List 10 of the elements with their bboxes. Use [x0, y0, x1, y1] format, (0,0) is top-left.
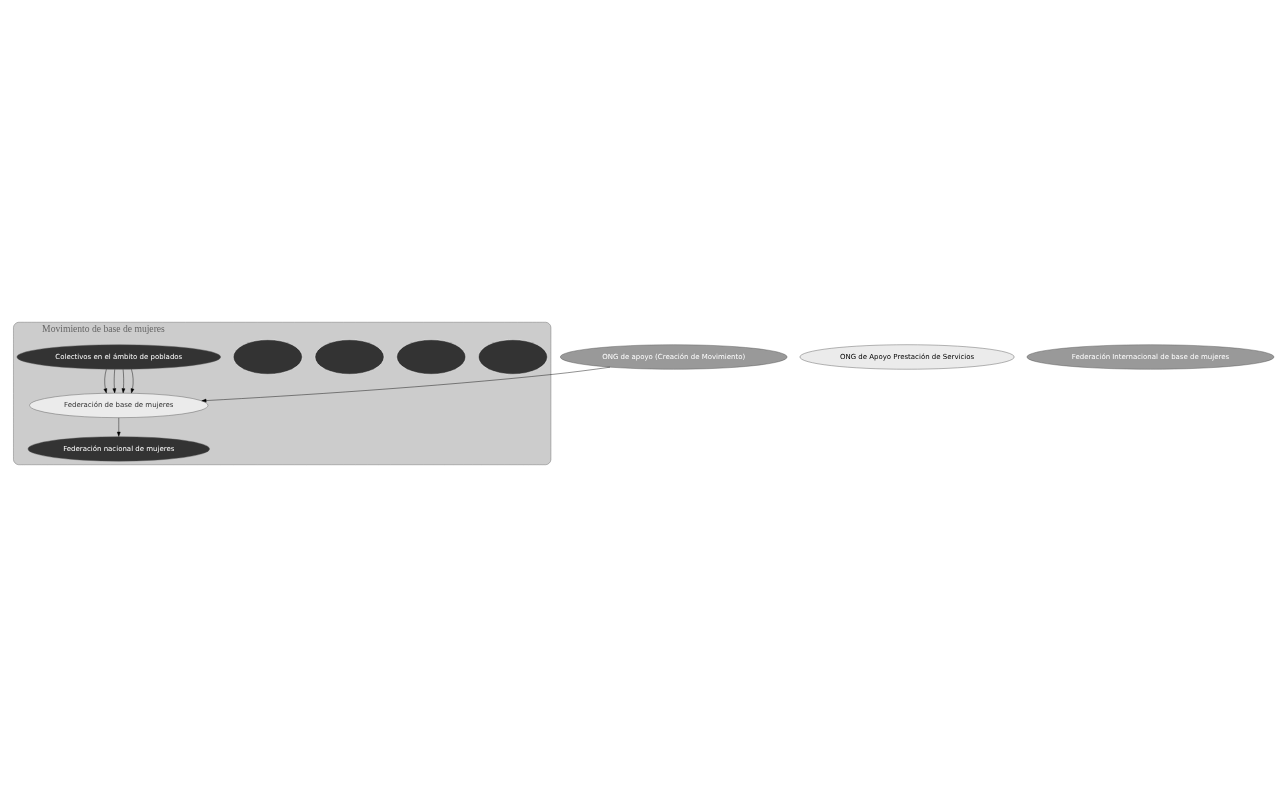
arrow [112, 369, 117, 394]
node-ellipse [233, 339, 303, 375]
arrow [121, 369, 126, 394]
arrow [201, 367, 611, 403]
arrow [103, 369, 108, 394]
node-ellipse [314, 339, 385, 375]
node-ellipse [396, 339, 466, 375]
arrow [130, 369, 135, 394]
arrow [117, 417, 121, 437]
node-ellipse [478, 339, 548, 375]
